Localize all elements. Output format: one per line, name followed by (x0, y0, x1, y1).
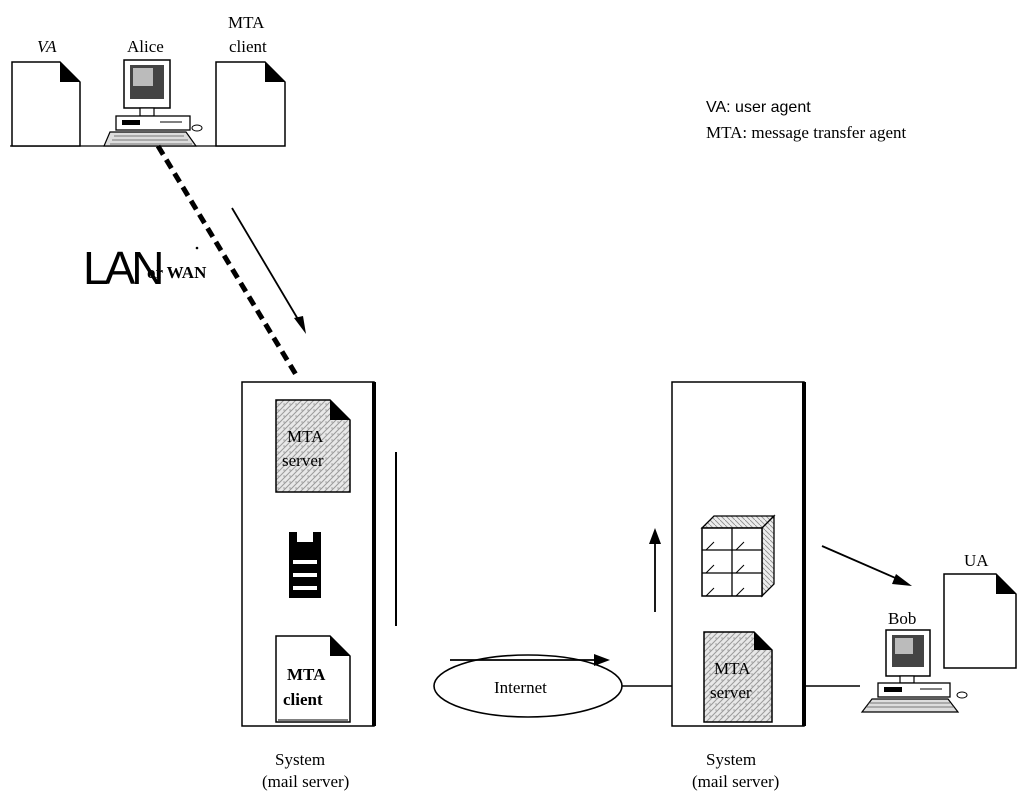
left-mta-server-label-line2: server (282, 451, 324, 470)
left-mta-server-document-icon (275, 399, 351, 493)
right-mta-server-label-line1: MTA (714, 659, 751, 678)
left-mta-client-label-line2: client (283, 690, 323, 709)
bob-computer-icon (860, 629, 968, 713)
internet-label: Internet (494, 678, 547, 697)
left-mta-client-label-line1: MTA (287, 665, 326, 684)
alice-ua-document-icon (11, 61, 81, 147)
mailbox-icon (700, 514, 776, 598)
left-system-caption-line1: System (275, 750, 325, 769)
mailbox-up-arrow (649, 528, 661, 612)
bob-ua-label: UA (964, 551, 989, 570)
queue-icon (289, 532, 321, 598)
right-mta-server-document-icon (703, 631, 773, 723)
lan-direction-arrow (231, 207, 306, 334)
or-wan-label: or WAN (147, 263, 207, 282)
bob-name-label: Bob (888, 609, 916, 628)
alice-mta-client-label-line1: MTA (228, 13, 265, 32)
alice-computer-icon (103, 59, 203, 147)
right-system-caption-line1: System (706, 750, 756, 769)
lan-wan-link (155, 144, 301, 380)
legend-ua-line: VA: user agent (706, 99, 811, 116)
right-mta-server-label-line2: server (710, 683, 752, 702)
alice-mta-client-document-icon (215, 61, 286, 147)
left-system-caption-line2: (mail server) (262, 772, 349, 791)
bob-ua-document-icon (943, 573, 1017, 669)
alice-ua-label: VA (37, 37, 57, 56)
alice-name-label: Alice (127, 37, 164, 56)
alice-mta-client-label-line2: client (229, 37, 267, 56)
lan-label: LAN (83, 242, 161, 294)
left-mta-server-label-line1: MTA (287, 427, 324, 446)
dot-mark (195, 246, 199, 250)
internet-flow-arrow (450, 654, 610, 666)
left-mta-client-document-icon (275, 635, 351, 723)
legend-mta-line: MTA: message transfer agent (706, 123, 906, 142)
right-system-caption-line2: (mail server) (692, 772, 779, 791)
mailbox-to-bob-arrow (821, 545, 912, 586)
